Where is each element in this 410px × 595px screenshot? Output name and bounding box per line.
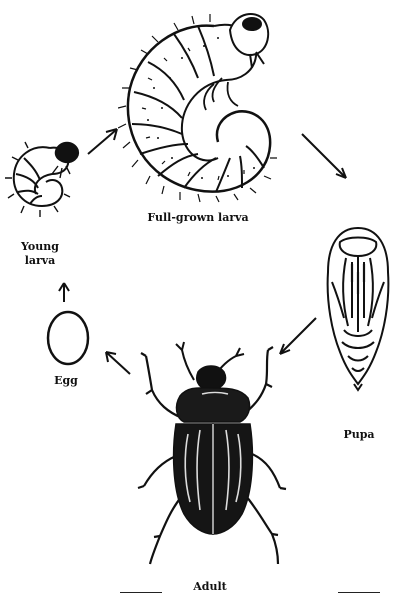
arrow-to-young-larva-icon xyxy=(54,280,74,304)
full-grown-larva-label: Full-grown larva xyxy=(132,211,264,224)
adult-beetle-icon xyxy=(132,330,292,570)
adult-label: Adult xyxy=(170,580,250,593)
arrow-to-full-grown-larva-icon xyxy=(84,124,122,158)
arrow-to-pupa-icon xyxy=(298,130,354,186)
egg-label: Egg xyxy=(46,374,86,387)
young-larva-icon xyxy=(4,134,84,218)
pupa-label: Pupa xyxy=(334,428,384,441)
pupa-icon xyxy=(318,222,398,392)
arrow-to-egg-icon xyxy=(100,344,136,380)
full-grown-larva-icon xyxy=(118,8,278,203)
scan-line-right xyxy=(338,592,380,593)
egg-icon xyxy=(44,307,94,369)
young-larva-label-line2: larva xyxy=(10,254,70,267)
scan-line-left xyxy=(120,592,162,593)
young-larva-label-line1: Young xyxy=(10,240,70,253)
